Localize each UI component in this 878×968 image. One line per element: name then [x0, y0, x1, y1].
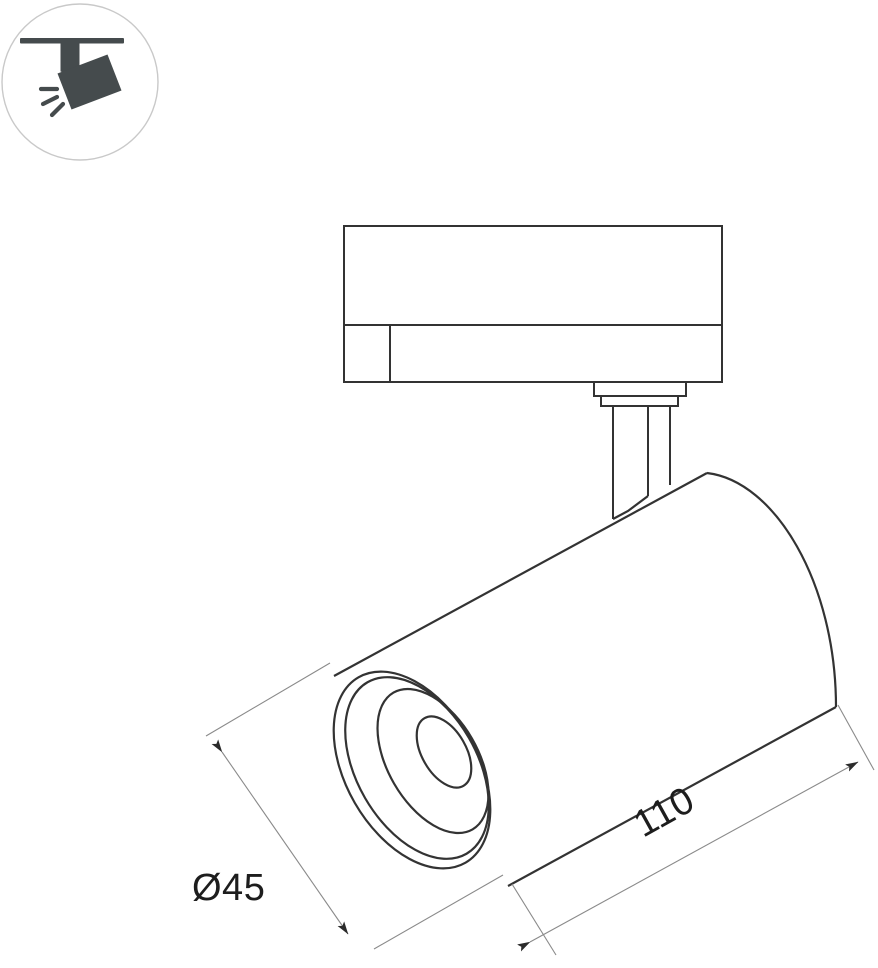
track-adapter-housing	[343, 225, 723, 383]
track-adapter-assembly	[343, 225, 723, 407]
stem-junction-notch	[612, 495, 649, 520]
diameter-extension-top	[205, 662, 331, 737]
diameter-extension-bottom	[373, 874, 504, 950]
light-ray-2	[40, 94, 60, 107]
cylinder-top-edge	[333, 472, 708, 677]
front-optic-assembly	[332, 670, 492, 870]
diameter-dimension-label: Ø45	[192, 867, 265, 909]
length-dimension-label: 110	[627, 779, 702, 846]
support-stem	[612, 406, 671, 519]
reflector-cone	[376, 687, 490, 835]
diameter-dimension-line	[211, 739, 349, 935]
stem-collar	[600, 396, 679, 407]
length-extension-right	[837, 704, 875, 771]
light-ray-group	[38, 86, 66, 118]
front-bezel-ring-inner	[344, 676, 490, 860]
length-dimension-line	[517, 761, 859, 952]
ceiling-rail-bar	[20, 38, 124, 44]
diameter-extension-lines	[205, 662, 504, 950]
length-dimension: 110	[511, 704, 875, 956]
light-ray-3	[49, 101, 66, 118]
track-mount-spotlight-badge	[1, 3, 159, 161]
length-extension-lines	[511, 704, 875, 956]
length-extension-left	[511, 883, 557, 956]
mounting-flange	[593, 382, 687, 397]
cylinder-rear-cap	[706, 471, 838, 708]
center-lens	[415, 715, 473, 789]
ceiling-track-spotlight-icon	[20, 38, 124, 118]
spotlight-head-body	[57, 54, 122, 110]
diameter-dimension: Ø45	[192, 662, 504, 950]
